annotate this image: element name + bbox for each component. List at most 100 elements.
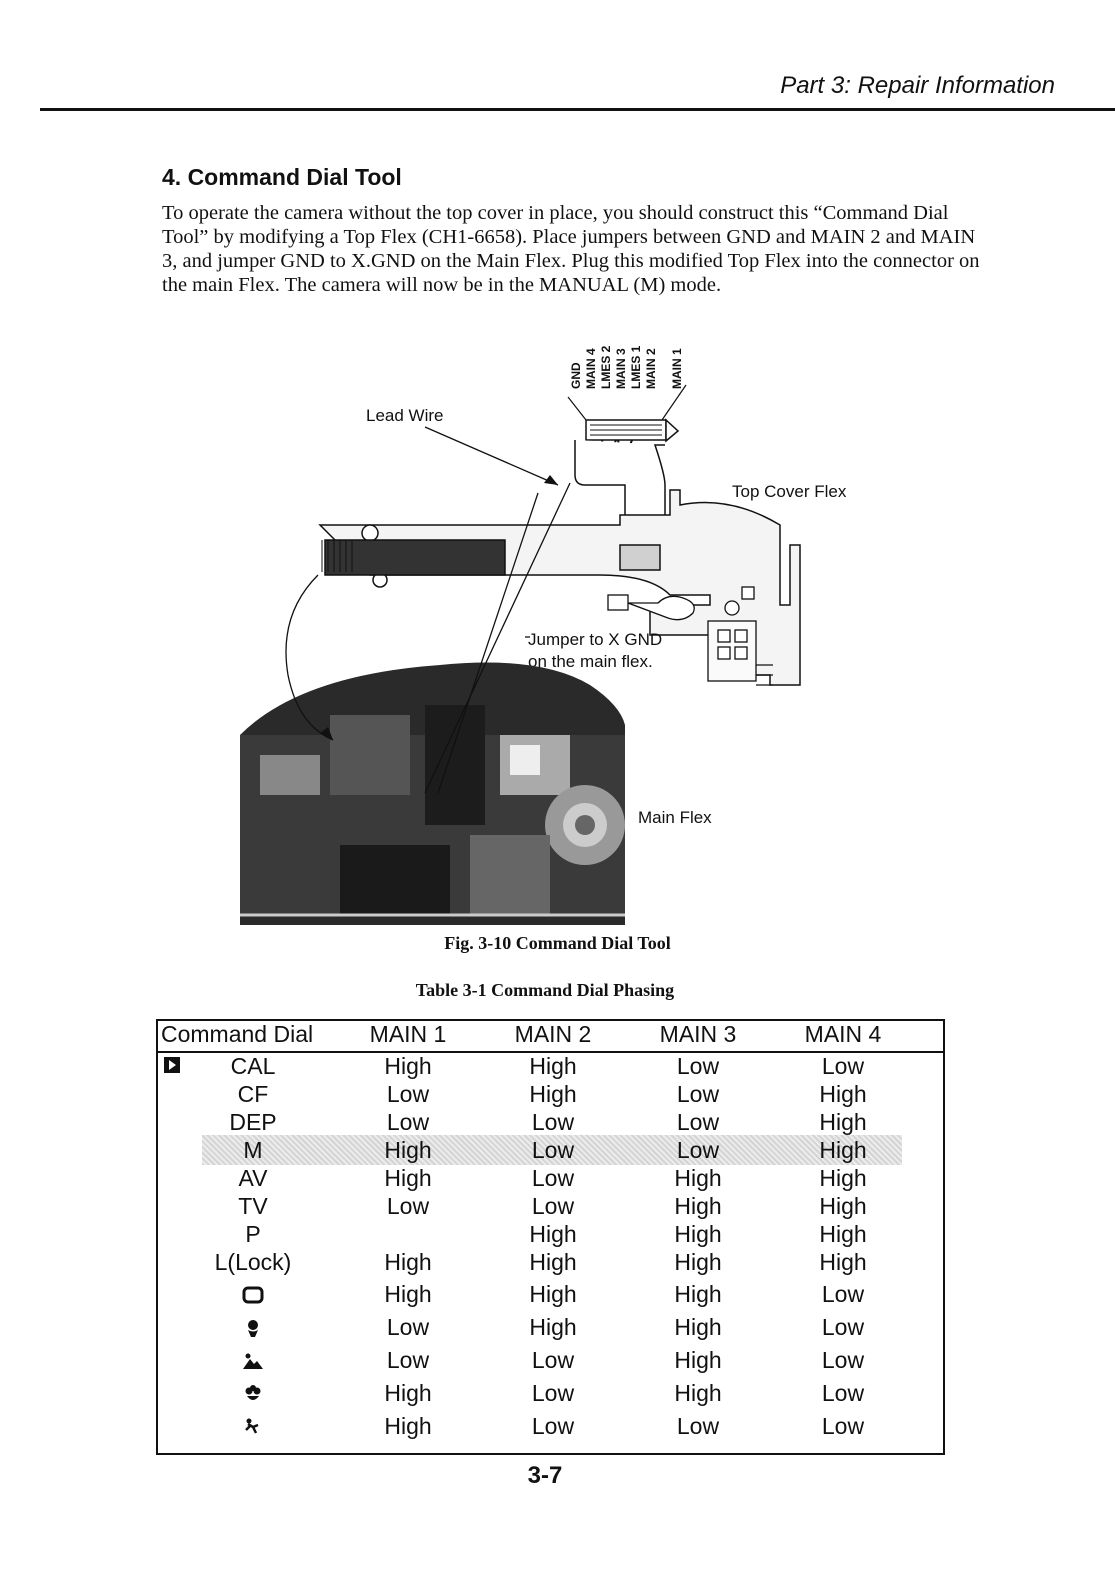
row-value: High [674, 1165, 722, 1191]
row-value: High [819, 1081, 867, 1107]
intro-paragraph: To operate the camera without the top co… [162, 202, 980, 296]
sports-runner-icon [203, 1415, 303, 1442]
close-up-flower-icon [203, 1382, 303, 1409]
row-mode: CAL [230, 1053, 276, 1079]
row-value: High [674, 1249, 722, 1275]
row-value: Low [821, 1413, 865, 1439]
row-value: High [529, 1053, 577, 1079]
row-value: Low [821, 1053, 865, 1079]
pin-label-main4: MAIN 4 [584, 348, 598, 389]
row-value: Low [386, 1081, 430, 1107]
camera-body-photo [240, 662, 625, 925]
flex-circuit [607, 586, 773, 686]
row-value: Low [531, 1109, 575, 1135]
top-connector [585, 418, 680, 454]
row-mode: M [243, 1137, 263, 1163]
row-value: Low [386, 1193, 430, 1219]
phasing-table: Command Dial MAIN 1 MAIN 2 MAIN 3 MAIN 4… [156, 1019, 945, 1455]
header-main2: MAIN 2 [514, 1021, 592, 1047]
row-value: High [384, 1137, 432, 1163]
lead-wire-arrowhead-2 [320, 727, 333, 740]
row-value: Low [676, 1053, 720, 1079]
row-mode: TV [238, 1193, 268, 1219]
jumper-label-line1: Jumper to X GND [528, 630, 662, 649]
row-value: Low [676, 1413, 720, 1439]
row-value: High [384, 1380, 432, 1406]
row-value: Low [386, 1314, 430, 1340]
pin-label-main3: MAIN 3 [614, 348, 628, 389]
row-value: Low [531, 1137, 575, 1163]
row-mode: L(Lock) [214, 1249, 292, 1275]
row-value: High [819, 1249, 867, 1275]
pin-label-lmes1: LMES 1 [629, 345, 643, 389]
table-caption: Table 3-1 Command Dial Phasing [415, 980, 675, 1000]
header-main1: MAIN 1 [369, 1021, 447, 1047]
row-value: High [384, 1281, 432, 1307]
row-value: High [819, 1165, 867, 1191]
row-value: Low [821, 1380, 865, 1406]
figure-illustration: GND MAIN 4 LMES 2 MAIN 3 LMES 1 MAIN 2 M… [240, 345, 847, 925]
row-value: High [529, 1081, 577, 1107]
lead-wire-lines [285, 482, 571, 794]
row-highlight [202, 1135, 902, 1165]
table-row: CAL High High Low Low [158, 1053, 943, 1081]
row-mode: CF [237, 1081, 269, 1107]
page-number: 3-7 [527, 1462, 563, 1489]
page-header: Part 3: Repair Information [0, 70, 1115, 111]
row-value: High [529, 1249, 577, 1275]
row-value: Low [531, 1380, 575, 1406]
row-value: High [384, 1413, 432, 1439]
portrait-icon [203, 1316, 303, 1343]
row-value: Low [386, 1109, 430, 1135]
row-value: High [819, 1109, 867, 1135]
pin-fan-lines [567, 384, 687, 421]
row-value: High [384, 1165, 432, 1191]
header-title: Part 3: Repair Information [780, 72, 1055, 99]
top-cover-flex [318, 440, 801, 686]
row-value: Low [531, 1347, 575, 1373]
row-value: Low [676, 1081, 720, 1107]
row-value: High [529, 1281, 577, 1307]
pin-label-main2: MAIN 2 [644, 348, 658, 389]
row-value: High [674, 1221, 722, 1247]
row-value: High [384, 1249, 432, 1275]
jumper-label-line2: on the main flex. [528, 652, 653, 671]
table-row: TV Low Low High High [158, 1193, 943, 1221]
row-value: Low [531, 1413, 575, 1439]
row-value: High [674, 1281, 722, 1307]
row-value: High [529, 1221, 577, 1247]
row-value: High [674, 1380, 722, 1406]
lead-wire-pointer [424, 426, 559, 486]
cal-arrow-icon [164, 1057, 180, 1073]
lead-wire-label: Lead Wire [366, 406, 443, 425]
header-main4: MAIN 4 [804, 1021, 882, 1047]
row-value: High [529, 1314, 577, 1340]
row-value: Low [821, 1281, 865, 1307]
row-value: Low [676, 1137, 720, 1163]
row-value: High [819, 1193, 867, 1219]
table-row: CF Low High Low High [158, 1081, 943, 1109]
row-value: High [674, 1314, 722, 1340]
main-flex-label: Main Flex [638, 808, 712, 827]
pin-label-lmes2: LMES 2 [599, 345, 613, 389]
top-cover-flex-label: Top Cover Flex [732, 482, 847, 501]
header-main3: MAIN 3 [659, 1021, 737, 1047]
row-value: High [674, 1193, 722, 1219]
row-value: Low [531, 1193, 575, 1219]
table-row: High High High Low [158, 1281, 943, 1309]
pin-label-gnd: GND [569, 362, 583, 389]
flex-pins [321, 540, 353, 572]
row-value: Low [821, 1347, 865, 1373]
row-value: Low [676, 1109, 720, 1135]
row-value: High [674, 1347, 722, 1373]
lead-wire-arrowhead [544, 475, 558, 485]
row-value: Low [531, 1165, 575, 1191]
row-value: High [819, 1221, 867, 1247]
figure-caption: Fig. 3-10 Command Dial Tool [444, 933, 671, 953]
row-value: High [384, 1053, 432, 1079]
table-row: High Low Low Low [158, 1413, 943, 1441]
